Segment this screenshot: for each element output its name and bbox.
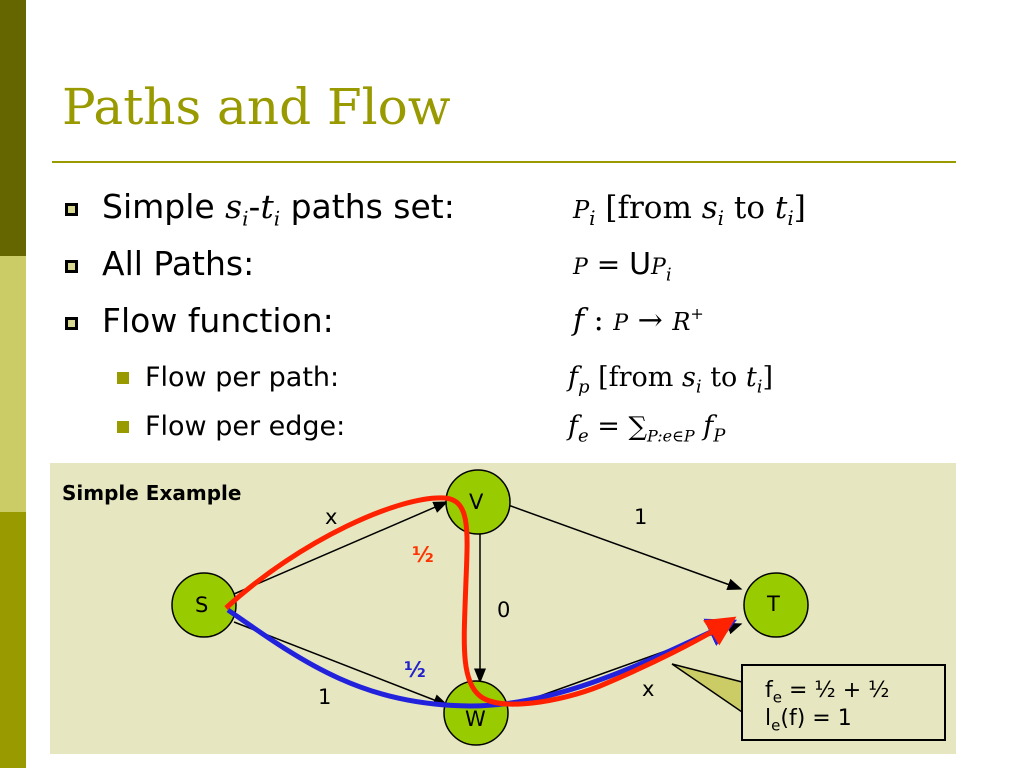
side-bar-top bbox=[0, 0, 26, 256]
node-v-label: V bbox=[469, 490, 484, 514]
title-rule bbox=[52, 161, 956, 163]
bullet-square-icon bbox=[65, 203, 78, 216]
blue-flow-path bbox=[226, 607, 738, 709]
side-bar-middle bbox=[0, 256, 26, 512]
bullet-all-paths: All Paths: bbox=[102, 244, 255, 283]
node-s bbox=[171, 572, 237, 638]
bullet-square-icon bbox=[65, 317, 78, 330]
edge-label-vw: 0 bbox=[497, 598, 511, 622]
red-flow-label: ½ bbox=[412, 543, 434, 567]
edge-label-sw: 1 bbox=[318, 685, 332, 709]
math-paths-set: Pi [from si to ti] bbox=[573, 190, 806, 231]
bullet-simple-paths: Simple si-ti paths set: bbox=[102, 187, 455, 231]
side-bar-bottom bbox=[0, 512, 26, 768]
edge-label-wt: x bbox=[642, 677, 655, 701]
slide-title: Paths and Flow bbox=[62, 78, 451, 136]
node-w bbox=[443, 680, 509, 746]
callout-box: fe = ½ + ½ le(f) = 1 bbox=[741, 664, 946, 741]
math-all-paths: P = UPi bbox=[573, 247, 672, 286]
edge-v-t bbox=[507, 504, 743, 591]
math-flow-function: f : P → R+ bbox=[573, 303, 704, 338]
sub-bullet-flow-per-path: Flow per path: bbox=[145, 362, 340, 393]
blue-flow-label: ½ bbox=[404, 658, 426, 682]
node-v bbox=[445, 469, 511, 535]
edge-s-v bbox=[233, 501, 449, 595]
red-flow-path bbox=[224, 495, 737, 707]
callout-pointer bbox=[671, 663, 743, 714]
sub-bullet-square-icon bbox=[117, 372, 129, 384]
bullet-square-icon bbox=[65, 260, 78, 273]
node-t-label: T bbox=[767, 592, 780, 616]
sub-bullet-square-icon bbox=[117, 421, 129, 433]
math-flow-per-path: fp [from si to ti] bbox=[568, 362, 774, 398]
edge-label-sv: x bbox=[325, 505, 338, 529]
callout-line-1: fe = ½ + ½ bbox=[765, 678, 890, 707]
sub-bullet-flow-per-edge: Flow per edge: bbox=[145, 411, 346, 442]
node-w-label: W bbox=[465, 707, 486, 731]
node-s-label: S bbox=[195, 593, 209, 617]
edge-label-vt: 1 bbox=[634, 505, 648, 529]
math-flow-per-edge: fe = ∑P:e∈P fP bbox=[568, 411, 726, 447]
callout-line-2: le(f) = 1 bbox=[765, 706, 852, 735]
bullet-flow-function: Flow function: bbox=[102, 301, 334, 340]
node-t bbox=[743, 572, 809, 638]
example-title: Simple Example bbox=[62, 481, 242, 505]
